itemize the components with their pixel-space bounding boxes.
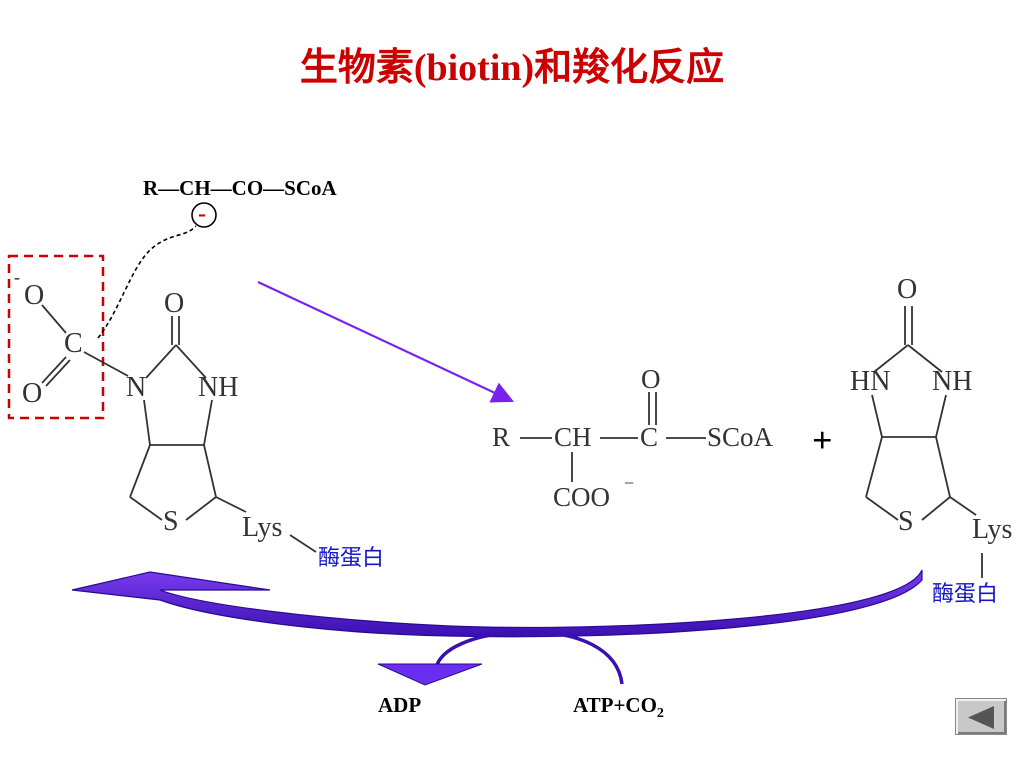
substrate-formula: R—CH—CO—SCoA [143,176,337,200]
carboxyl-charge: - [14,267,20,287]
previous-slide-button[interactable] [955,698,1007,735]
carboxybiotin-s: S [163,506,179,537]
carboxybiotin-structure [41,304,317,553]
carboxybiotin-nh: NH [198,372,239,403]
carbanion-minus: - [198,201,206,227]
enzyme-label-left: 酶蛋白 [318,546,385,571]
atp-adp-curve [434,630,624,685]
biotin-nh: NH [932,366,973,397]
plus-sign: + [812,420,833,460]
transfer-arrow [257,281,514,403]
product-scoa: SCoA [707,422,774,452]
triangle-left-icon [968,706,994,729]
carboxybiotin-n: N [126,372,147,403]
page-title: 生物素(biotin)和羧化反应 [299,47,725,89]
biotin-s: S [898,506,914,537]
adp-arrowhead [377,663,483,686]
carboxyl-highlight-box [7,254,105,420]
atp-co2-text: ATP+CO [573,693,657,717]
product-o: O [641,364,661,394]
transfer-dashed-curve [97,225,197,339]
adp-label: ADP [378,693,422,717]
biotin-structure [865,306,983,578]
product-r: R [492,422,511,452]
product-structure [520,392,706,482]
co2-subscript: 2 [656,706,664,722]
carboxybiotin-carbonyl-o: O [164,288,185,319]
atp-co2-label: ATP+CO2 [573,695,664,721]
product-ch: CH [554,422,592,452]
biotin-carbonyl-o: O [897,274,918,305]
biotin-lys: Lys [972,514,1013,545]
product-c: C [640,422,659,452]
carboxyl-o-top: O [24,280,45,311]
carbanion-circle [191,202,217,228]
carboxyl-c: C [64,328,83,359]
carboxyl-o-bottom: O [22,378,43,409]
product-coo: COO [553,482,611,512]
biotin-hn: HN [850,366,891,397]
enzyme-label-right: 酶蛋白 [932,582,999,607]
regeneration-curve-arrow [71,569,923,638]
product-coo-charge: − [624,473,635,493]
carboxybiotin-lys: Lys [242,512,283,543]
